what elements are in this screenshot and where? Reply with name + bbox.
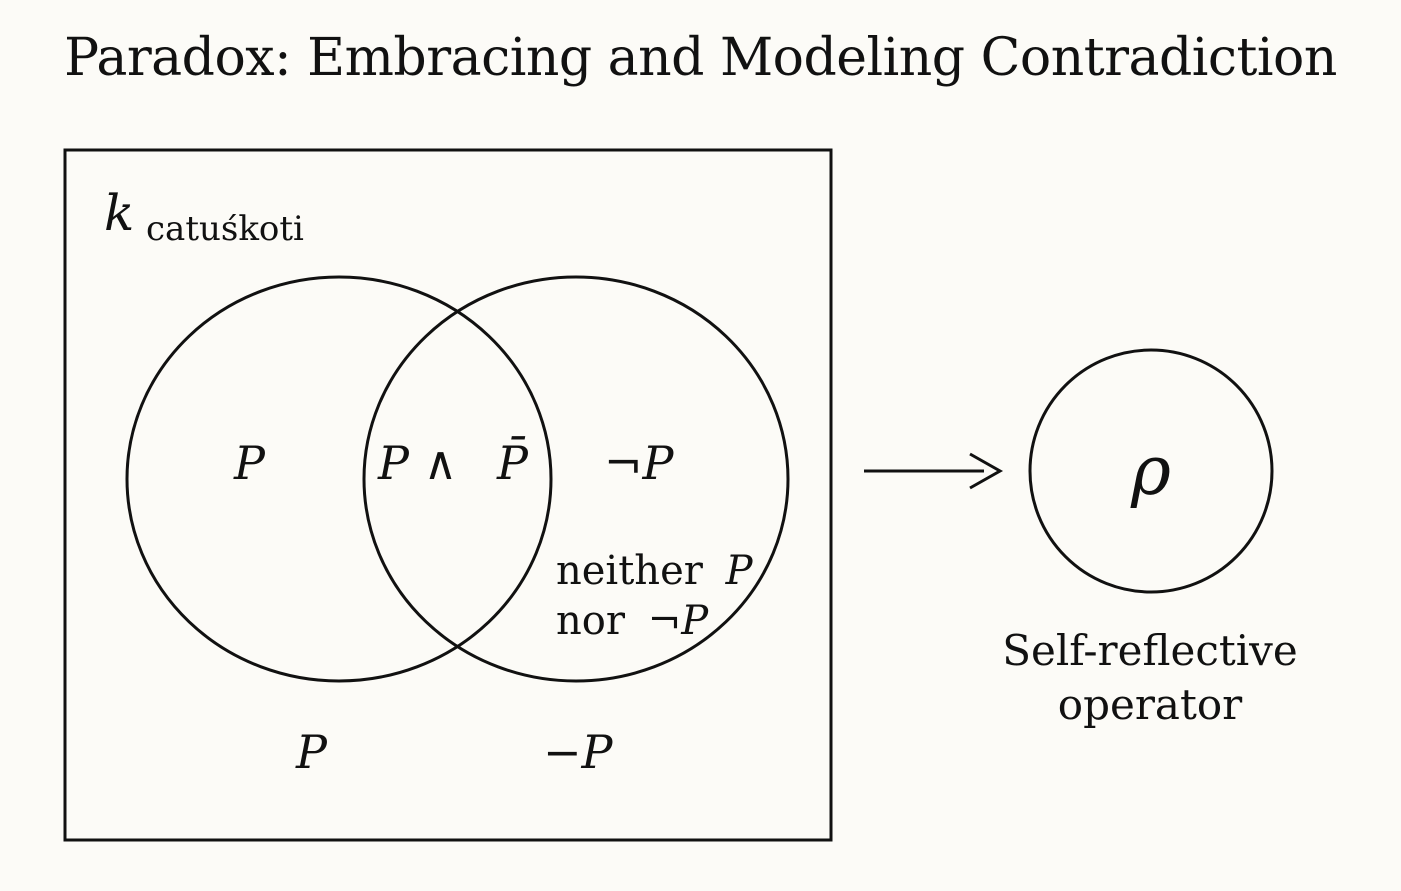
- intersection-label-a: P ∧: [377, 436, 457, 490]
- outside-left-label: P: [295, 725, 328, 779]
- catuskoti-box: [63, 148, 833, 842]
- nor-symbol: ¬P: [648, 598, 710, 644]
- operator-circle: [1028, 348, 1274, 594]
- left-circle: [125, 275, 553, 683]
- left-circle-label: P: [233, 436, 266, 490]
- page-title: Paradox: Embracing and Modeling Contradi…: [64, 28, 1337, 88]
- right-circle: [362, 275, 790, 683]
- operator-caption-line2: operator: [1057, 680, 1243, 729]
- operator-caption: Self-reflective operator: [990, 624, 1310, 732]
- right-circle-label: ¬P: [604, 436, 675, 490]
- box-label-subscript: catuśkoti: [146, 209, 304, 249]
- operator-caption-line1: Self-reflective: [1002, 626, 1298, 675]
- outside-right-label: −P: [543, 725, 614, 779]
- box-label-symbol: k: [104, 184, 134, 242]
- nor-word: nor: [556, 598, 626, 644]
- operator-symbol: ρ: [1130, 432, 1171, 511]
- neither-word: neither: [556, 548, 704, 594]
- intersection-label-b: P̄: [496, 435, 529, 490]
- neither-label: neither P: [556, 548, 754, 594]
- nor-label: nor ¬P: [556, 598, 709, 644]
- neither-symbol: P: [725, 548, 754, 594]
- arrow-head-icon: [969, 452, 1004, 490]
